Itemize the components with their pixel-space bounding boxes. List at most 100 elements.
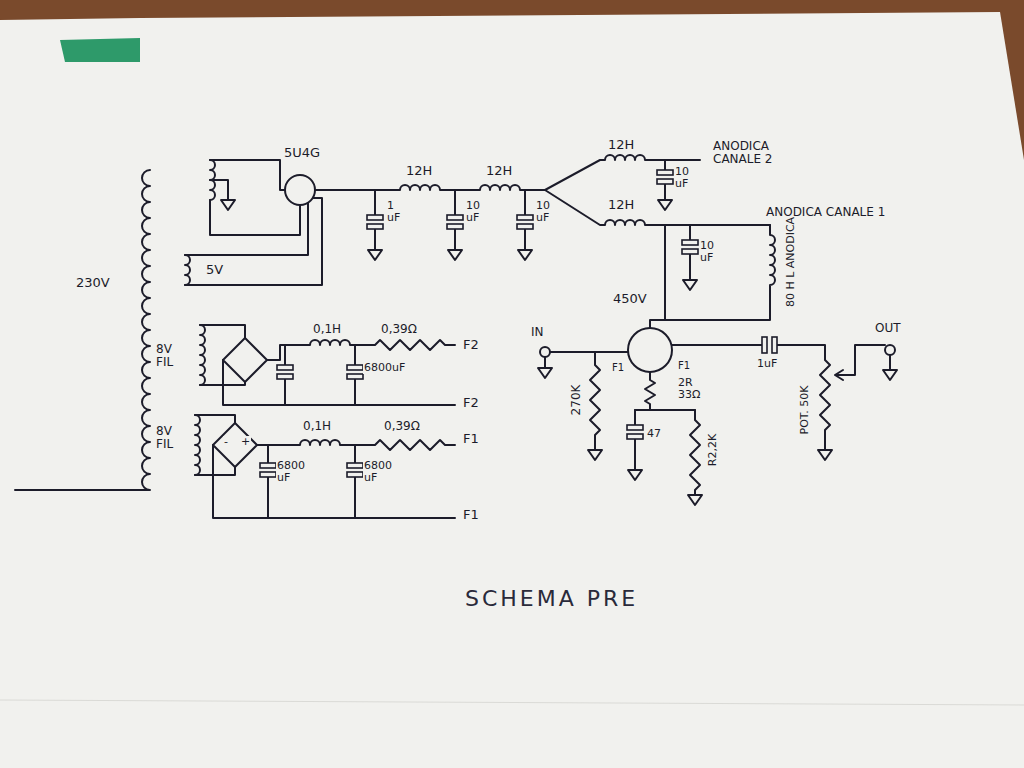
preamp-stage-part (628, 328, 672, 372)
component-label: OUT (874, 322, 902, 335)
rectifier-supply (185, 155, 775, 328)
preamp-stage-part (588, 352, 602, 460)
rectifier-supply-part (285, 175, 315, 205)
preamp-stage-part (627, 425, 643, 430)
filament-supply-2-part (277, 374, 293, 379)
component-label: 10 uF (699, 240, 723, 264)
preamp-stage-part (540, 347, 550, 357)
component-label: 10 uF (535, 200, 559, 224)
desk-and-paper-part (0, 700, 1024, 705)
component-label: F2 (462, 338, 480, 352)
component-label: 6800 uF (363, 460, 395, 484)
preamp-stage-part (550, 351, 628, 353)
component-label: 5U4G (283, 146, 321, 160)
filament-supply-2-part (277, 365, 293, 370)
component-label: 8V FIL (155, 343, 187, 369)
component-label: F2 (462, 396, 480, 410)
rectifier-supply-part (518, 190, 532, 260)
rectifier-supply-part (210, 160, 285, 190)
filament-supply-1-part (267, 445, 269, 518)
filament-supply-2-part (223, 338, 267, 382)
component-label: F1 (462, 508, 480, 522)
preamp-stage-part (645, 372, 655, 410)
power-transformer-part (200, 325, 205, 385)
filament-supply-2-part (347, 365, 363, 370)
rectifier-supply-part (185, 203, 308, 255)
preamp-stage (538, 328, 897, 505)
desk-and-paper-part (0, 12, 1024, 768)
component-label: F1 (462, 432, 480, 446)
caption: SCHEMA PRE (465, 586, 638, 611)
component-label: 12H (485, 164, 513, 178)
component-label: R2,2K (707, 433, 719, 467)
power-transformer (15, 160, 215, 490)
component-label: 6800 uF (276, 460, 308, 484)
component-label: + (240, 436, 251, 448)
component-label: 450V (612, 292, 648, 306)
component-label: 12H (405, 164, 433, 178)
filament-supply-1-part (260, 472, 276, 477)
rectifier-supply-part (210, 180, 228, 200)
preamp-stage-part (772, 337, 777, 353)
rectifier-supply-part (657, 170, 673, 175)
power-transformer-part (15, 170, 150, 490)
component-label: IN (530, 326, 545, 339)
preamp-stage-part (835, 345, 885, 380)
component-label: 230V (75, 276, 111, 290)
rectifier-supply-part (664, 225, 666, 320)
preamp-stage-part (627, 434, 643, 439)
component-label: 12H (607, 138, 635, 152)
filament-supply-1 (195, 415, 455, 518)
component-label: 0,39Ω (380, 323, 418, 336)
rectifier-supply-part (368, 190, 382, 260)
component-label: 8V FIL (155, 425, 187, 451)
component-label: 12H (607, 198, 635, 212)
rectifier-supply-part (545, 155, 700, 190)
component-label: 0,39Ω (383, 420, 421, 433)
rectifier-supply-part (221, 200, 235, 210)
component-label: 80 H L ANODICA (785, 216, 797, 308)
rectifier-supply-part (657, 179, 673, 184)
component-label: 5V (205, 263, 224, 277)
filament-supply-1-part (213, 423, 257, 467)
rectifier-supply-part (650, 225, 775, 328)
preamp-stage-part (628, 410, 642, 480)
component-label: 2R 33Ω (677, 377, 709, 401)
filament-supply-1-part (260, 463, 276, 468)
preamp-stage-part (635, 409, 695, 411)
rectifier-supply-part (682, 240, 698, 245)
filament-supply-1-part (213, 445, 455, 518)
rectifier-supply-part (517, 215, 533, 220)
component-label: 47 (646, 428, 662, 440)
rectifier-supply-part (517, 224, 533, 229)
rectifier-supply-part (658, 160, 672, 210)
filament-supply-1-part (195, 415, 235, 475)
component-label: 270K (570, 384, 583, 417)
filament-supply-2 (200, 325, 455, 405)
rectifier-supply-part (447, 215, 463, 220)
preamp-stage-part (538, 357, 552, 378)
rectifier-supply-part (185, 198, 322, 285)
preamp-stage-part (762, 337, 767, 353)
component-label: - (223, 436, 229, 448)
filament-supply-1-part (347, 463, 363, 468)
component-label: 10 uF (674, 166, 698, 190)
component-label: ANODICA CANALE 1 (765, 206, 886, 219)
component-label: 10 uF (465, 200, 489, 224)
filament-supply-2-part (347, 374, 363, 379)
rectifier-supply-part (210, 200, 300, 235)
component-label: 0,1H (312, 323, 342, 336)
rectifier-supply-part (683, 225, 697, 290)
power-transformer-part (195, 415, 200, 475)
component-label: 1 uF (386, 200, 410, 224)
component-label: 1uF (756, 358, 778, 370)
rectifier-supply-part (447, 224, 463, 229)
rectifier-supply-part (545, 190, 770, 225)
preamp-stage-part (885, 345, 895, 355)
power-transformer-part (185, 255, 190, 285)
preamp-stage-part (688, 410, 702, 505)
